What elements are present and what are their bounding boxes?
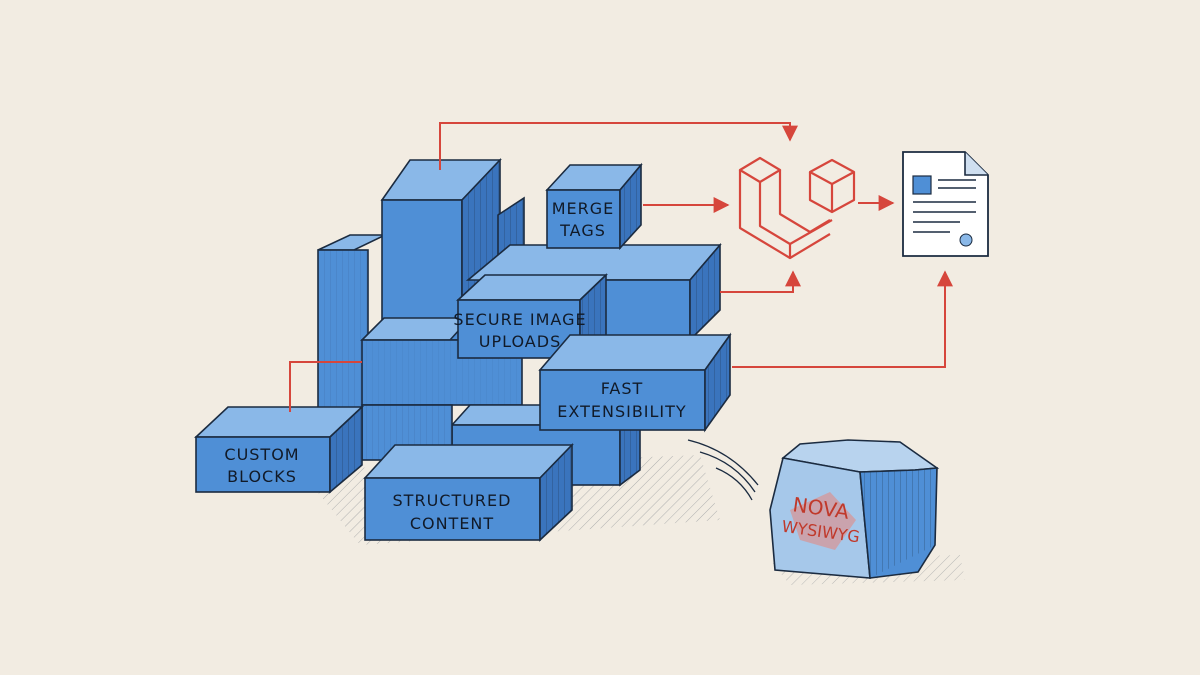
secure-image-uploads-label-line2: UPLOADS [479,332,561,351]
custom-blocks-label-line2: BLOCKS [227,467,297,486]
block-tower [380,157,502,343]
flow-custom-to-pile [289,361,362,412]
block-structured-content: STRUCTURED CONTENT [363,443,574,542]
fast-extensibility-label-line1: FAST [601,379,644,398]
laravel-logo-icon [738,156,856,260]
block-merge-tags: MERGE TAGS [545,162,643,251]
fast-extensibility-label-line2: EXTENSIBILITY [557,402,686,421]
merge-tags-label-line1: MERGE [552,199,615,218]
block-custom-blocks: CUSTOM BLOCKS [193,405,365,494]
block-pile [317,157,722,487]
structured-content-label-line1: STRUCTURED [393,491,512,510]
structured-content-label-line2: CONTENT [410,514,494,533]
merge-tags-label-line2: TAGS [559,221,606,240]
flow-fast-to-document [732,270,953,368]
block-fast-extensibility: FAST EXTENSIBILITY [538,332,732,433]
flow-mid-to-laravel [720,270,801,293]
block-back-left [317,234,386,411]
secure-image-uploads-label-line1: SECURE IMAGE [453,310,586,329]
custom-blocks-label-line1: CUSTOM [224,445,299,464]
flow-tower-to-laravel [439,122,798,170]
document-icon [902,151,989,257]
block-nova-wysiwyg: NOVA WYSIWYG [769,439,940,579]
motion-lines [687,439,759,501]
block-mid-right [465,242,722,342]
flow-arrows [289,122,953,412]
